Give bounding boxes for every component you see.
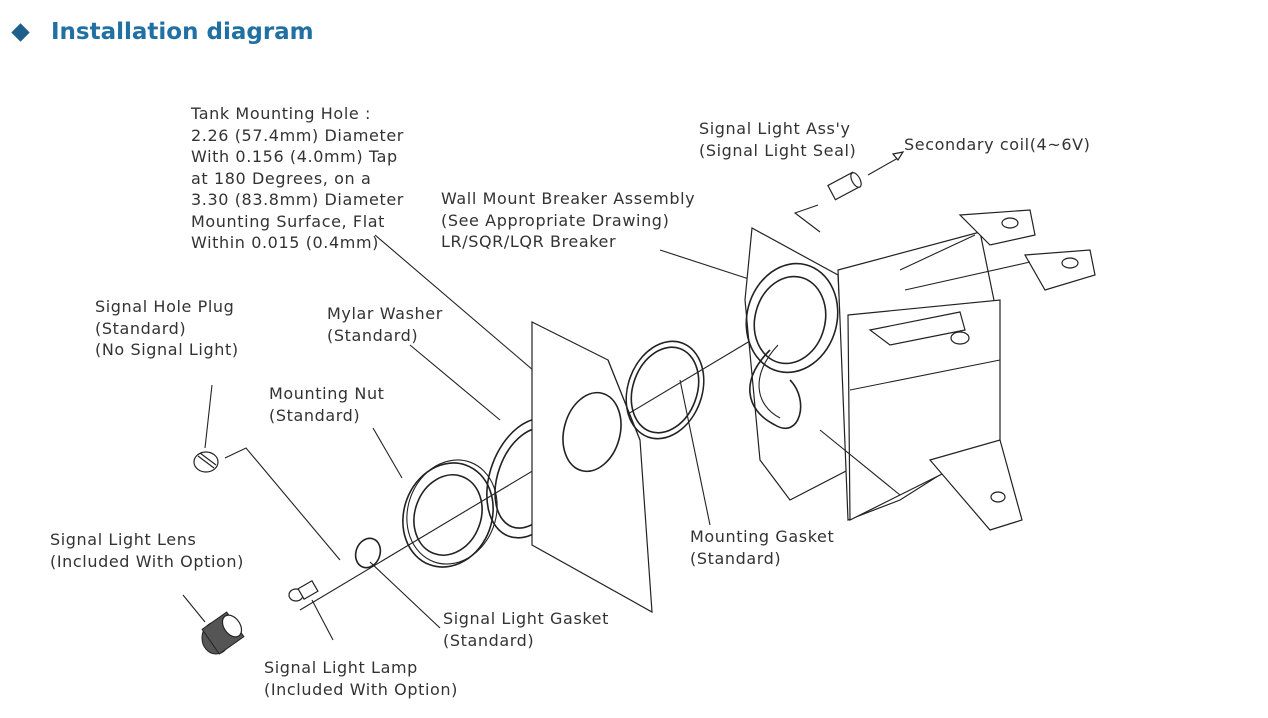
label-mylar-washer: Mylar Washer (Standard) [327,304,443,345]
header: Installation diagram [10,14,314,50]
label-tank-mounting-hole: Tank Mounting Hole : 2.26 (57.4mm) Diame… [191,104,404,252]
signal-hole-plug [193,451,219,473]
signal-light-lamp [288,579,319,602]
leader-lines [182,151,905,641]
label-signal-light-gasket: Signal Light Gasket (Standard) [443,609,610,650]
label-mounting-gasket: Mounting Gasket (Standard) [690,527,835,568]
signal-light-gasket [354,537,382,569]
wall-mount-breaker-assembly [744,209,1096,531]
page-title: Installation diagram [51,19,314,45]
mounting-gasket [625,340,705,440]
label-signal-light-lens: Signal Light Lens (Included With Option) [50,530,244,571]
label-mounting-nut: Mounting Nut (Standard) [269,384,385,425]
label-signal-hole-plug: Signal Hole Plug (Standard) (No Signal L… [95,297,239,359]
label-wall-mount-breaker: Wall Mount Breaker Assembly (See Appropr… [441,189,696,251]
signal-light-seal [827,171,862,201]
assembly-axis-line [299,334,761,611]
tank-wall-plate [531,321,653,614]
signal-light-lens [201,611,245,655]
mounting-nut [402,459,498,568]
label-signal-light-assy: Signal Light Ass'y (Signal Light Seal) [699,119,857,160]
label-signal-light-lamp: Signal Light Lamp (Included With Option) [264,658,458,699]
label-secondary-coil: Secondary coil(4~6V) [904,135,1091,154]
